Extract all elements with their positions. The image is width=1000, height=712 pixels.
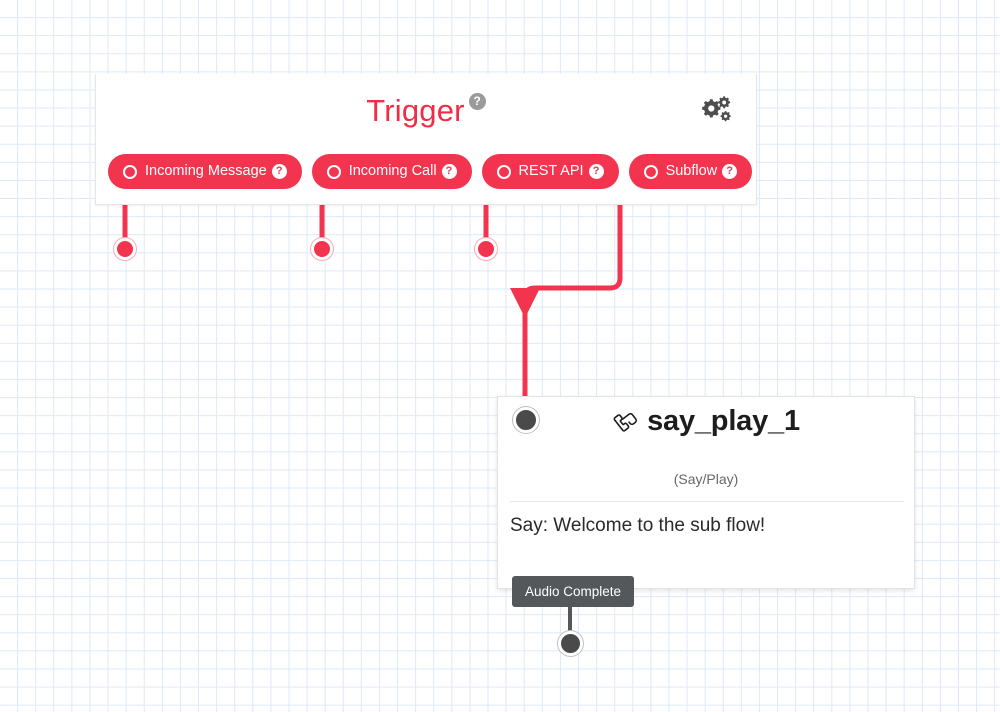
trigger-pill-subflow[interactable]: Subflow ? — [628, 154, 753, 189]
node-input-port[interactable] — [513, 407, 539, 433]
trigger-pill-label: Incoming Call — [348, 163, 437, 180]
trigger-pill-incoming-call[interactable]: Incoming Call ? — [311, 154, 472, 189]
trigger-pill-label: Incoming Message — [145, 163, 267, 180]
trigger-endpoint-incoming-call[interactable] — [311, 238, 333, 260]
node-divider — [510, 501, 904, 502]
node-say-play-1[interactable]: say_play_1 (Say/Play) Say: Welcome to th… — [497, 396, 915, 589]
trigger-help-icon[interactable]: ? — [468, 92, 486, 110]
trigger-pill-help-icon[interactable]: ? — [588, 164, 604, 179]
radio-circle-icon — [326, 164, 341, 179]
gears-icon[interactable] — [699, 95, 733, 127]
trigger-endpoint-incoming-message[interactable] — [114, 238, 136, 260]
trigger-pill-help-icon[interactable]: ? — [722, 164, 738, 179]
trigger-pill-label: REST API — [518, 163, 584, 180]
trigger-pill-help-icon[interactable]: ? — [441, 164, 457, 179]
wire-arrowhead — [510, 288, 540, 318]
trigger-endpoint-rest-api[interactable] — [475, 238, 497, 260]
phone-handset-icon — [612, 406, 640, 434]
radio-circle-icon — [123, 164, 137, 179]
node-subtitle: (Say/Play) — [673, 471, 739, 487]
radio-circle-icon — [643, 164, 658, 179]
node-output-label-audio-complete[interactable]: Audio Complete — [512, 576, 635, 607]
node-title-row: say_play_1 — [498, 405, 914, 438]
trigger-pill-row: Incoming Message ? Incoming Call ? REST … — [108, 154, 753, 189]
radio-circle-icon — [496, 164, 511, 179]
trigger-pill-incoming-message[interactable]: Incoming Message ? — [108, 154, 302, 189]
node-title: say_play_1 — [647, 405, 800, 437]
node-output-port[interactable] — [558, 631, 583, 656]
trigger-pill-rest-api[interactable]: REST API ? — [481, 154, 619, 189]
trigger-pill-help-icon[interactable]: ? — [271, 164, 287, 179]
trigger-title-row: Trigger? — [96, 92, 756, 129]
wire-subflow-to-say-play — [522, 188, 623, 404]
node-body-text: Say: Welcome to the sub flow! — [510, 515, 766, 536]
trigger-pill-label: Subflow — [665, 163, 718, 180]
trigger-panel[interactable]: Trigger? Inc — [95, 74, 757, 205]
trigger-title: Trigger — [366, 93, 465, 128]
